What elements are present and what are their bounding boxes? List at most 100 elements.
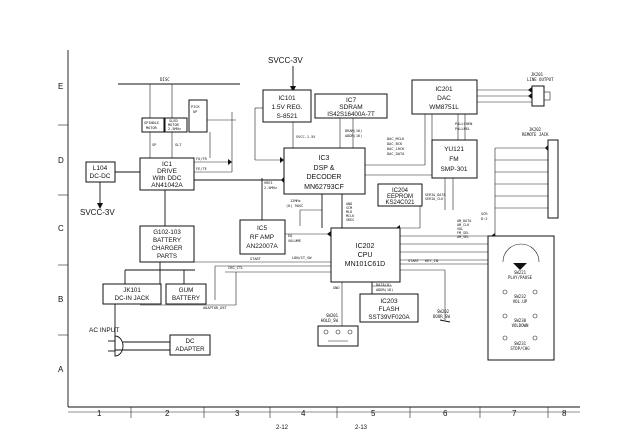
ic5-block — [239, 219, 286, 255]
sw231-pad-right — [532, 335, 538, 341]
sig-cpu-bus-1: AND — [346, 202, 352, 206]
ic7-ref: IC7 — [346, 97, 357, 104]
sig-remote-2: AM_CLK — [457, 223, 470, 227]
pick-up — [188, 99, 208, 133]
sig-lo-1: 12MHz — [290, 199, 301, 203]
sw232-pad-left — [502, 289, 508, 295]
hold-switch-pin-2 — [335, 329, 341, 335]
jk202-ref: JK202 — [529, 127, 542, 132]
sw232-ref: SW232 — [514, 294, 527, 299]
ic1-block — [139, 157, 195, 191]
sig-dac-bus-1: DAC_MCLK — [387, 137, 405, 141]
sig-dram-1: DRAM(16) — [345, 129, 362, 133]
sw202-name: DOOR_SW — [433, 314, 450, 319]
ic204-ref: IC204 — [392, 188, 409, 194]
jk201-name: LINE OUTPUT — [527, 77, 554, 82]
svcc-left-label: SVCC-3V — [80, 208, 115, 217]
ic3-ref: IC3 — [319, 155, 330, 162]
ic5-part: AN22007A — [246, 243, 278, 250]
row-label-d: D — [58, 156, 64, 165]
dc-adapter-ref: DC — [186, 338, 195, 345]
ic203-part: SST39VF020A — [368, 314, 410, 321]
sw231-ref: SW231 — [514, 341, 527, 346]
sw230-ref: SW230 — [514, 318, 527, 323]
sig-cpu-bus-2: SCM — [346, 206, 352, 210]
sig-key-in: KEY_IN — [425, 259, 438, 263]
ic101-part: S-8521 — [277, 113, 298, 120]
sig-sl: SLT — [175, 143, 182, 147]
sig-remote-4: FM_SEL — [457, 231, 469, 235]
charger-func2: CHARGER — [152, 245, 183, 252]
ic201-ref: IC201 — [435, 86, 453, 93]
yu121-block — [431, 139, 478, 179]
sig-remote-5: AM_SEL — [457, 235, 469, 239]
ac-input-label: AC INPUT — [89, 327, 119, 334]
jk101-block — [102, 283, 162, 305]
sig-dac-bus-4: DAC_DATA — [387, 152, 405, 156]
sig-lo-2: (K) 9OSC — [286, 204, 303, 208]
sig-flash-2: ADDR(18) — [376, 288, 393, 292]
sig-ldn: LDN/ST_SW — [292, 256, 312, 260]
pick-label-1: PICK — [191, 105, 200, 109]
ic203-block — [359, 293, 419, 323]
ac-plug-icon — [114, 335, 124, 357]
charger-func: BATTERY — [153, 237, 181, 244]
ic203-func: FLASH — [379, 306, 400, 313]
page-number-left: 2-12 — [276, 425, 289, 431]
charger-func3: PARTS — [157, 253, 177, 260]
ic3-block — [283, 147, 366, 195]
sig-sp: SP — [152, 143, 156, 147]
ic3-part: MN62793CF — [304, 184, 344, 191]
play-pause-icon — [513, 263, 527, 270]
sig-cpu-bus-4: MCLK — [346, 214, 355, 218]
sw230-name: VOLDOWN — [512, 323, 529, 328]
sig-cpu-bus-5: SRES — [346, 218, 354, 222]
charger-ref: G102-103 — [153, 229, 181, 236]
jk202-name: REMOTE JACK — [522, 132, 549, 137]
sw221-name: PLAY/PAUSE — [508, 275, 533, 280]
ic7-part: IS42S16400A-7T — [327, 111, 375, 118]
sw231-pad-left — [502, 335, 508, 341]
dc-adapter-func: ADAPTER — [175, 346, 205, 353]
col-label-5: 5 — [371, 409, 376, 418]
row-label-c: C — [58, 224, 64, 233]
ic204-func: EEPROM — [387, 194, 413, 200]
row-label-a: A — [58, 365, 64, 374]
ic7-func: SDRAM — [339, 104, 362, 111]
sw232-pad-right — [532, 289, 538, 295]
sig-vre-1: VRE1 — [264, 181, 273, 185]
row-label-e: E — [58, 82, 63, 91]
sig-cpu-bus-3: MLD — [346, 210, 352, 214]
sig-pall-2: PALLNEL — [455, 127, 470, 131]
remote-jack — [547, 139, 559, 219]
l104-func: DC-DC — [90, 173, 111, 180]
sig-dac-bus-3: DAC_LRCK — [387, 147, 405, 151]
charger-block — [139, 225, 195, 263]
door-switch-icon — [439, 319, 451, 323]
ic1-part: AN41042A — [151, 182, 183, 189]
sig-gnd: GND — [333, 286, 340, 290]
sig-pall-1: PALLCHEN — [455, 122, 472, 126]
ic202-ref: IC202 — [356, 243, 375, 250]
ic204-block — [377, 183, 423, 207]
yu121-func: FM — [449, 156, 458, 163]
sig-start: START — [250, 257, 262, 261]
ic7-block — [314, 93, 388, 119]
col-label-8: 8 — [562, 409, 567, 418]
key-switch-panel — [487, 235, 555, 361]
l104-block — [85, 161, 116, 183]
sw221-ref: SW221 — [514, 270, 527, 275]
sw202-ref: SW202 — [437, 309, 450, 314]
sig-start2: START — [408, 259, 420, 263]
col-label-2: 2 — [165, 409, 170, 418]
col-label-4: 4 — [301, 409, 306, 418]
jk101-func: DC-IN JACK — [115, 295, 151, 302]
ic1-ref: IC1 — [162, 161, 173, 168]
ic1-func: DRIVE — [157, 168, 178, 175]
ic204-part: KS24C021 — [385, 200, 415, 206]
ic202-block — [330, 227, 401, 283]
yu121-ref: YU121 — [444, 146, 464, 153]
sig-fe: FE/TE — [196, 167, 207, 171]
sig-flash-1: DATA(8) — [376, 283, 391, 287]
